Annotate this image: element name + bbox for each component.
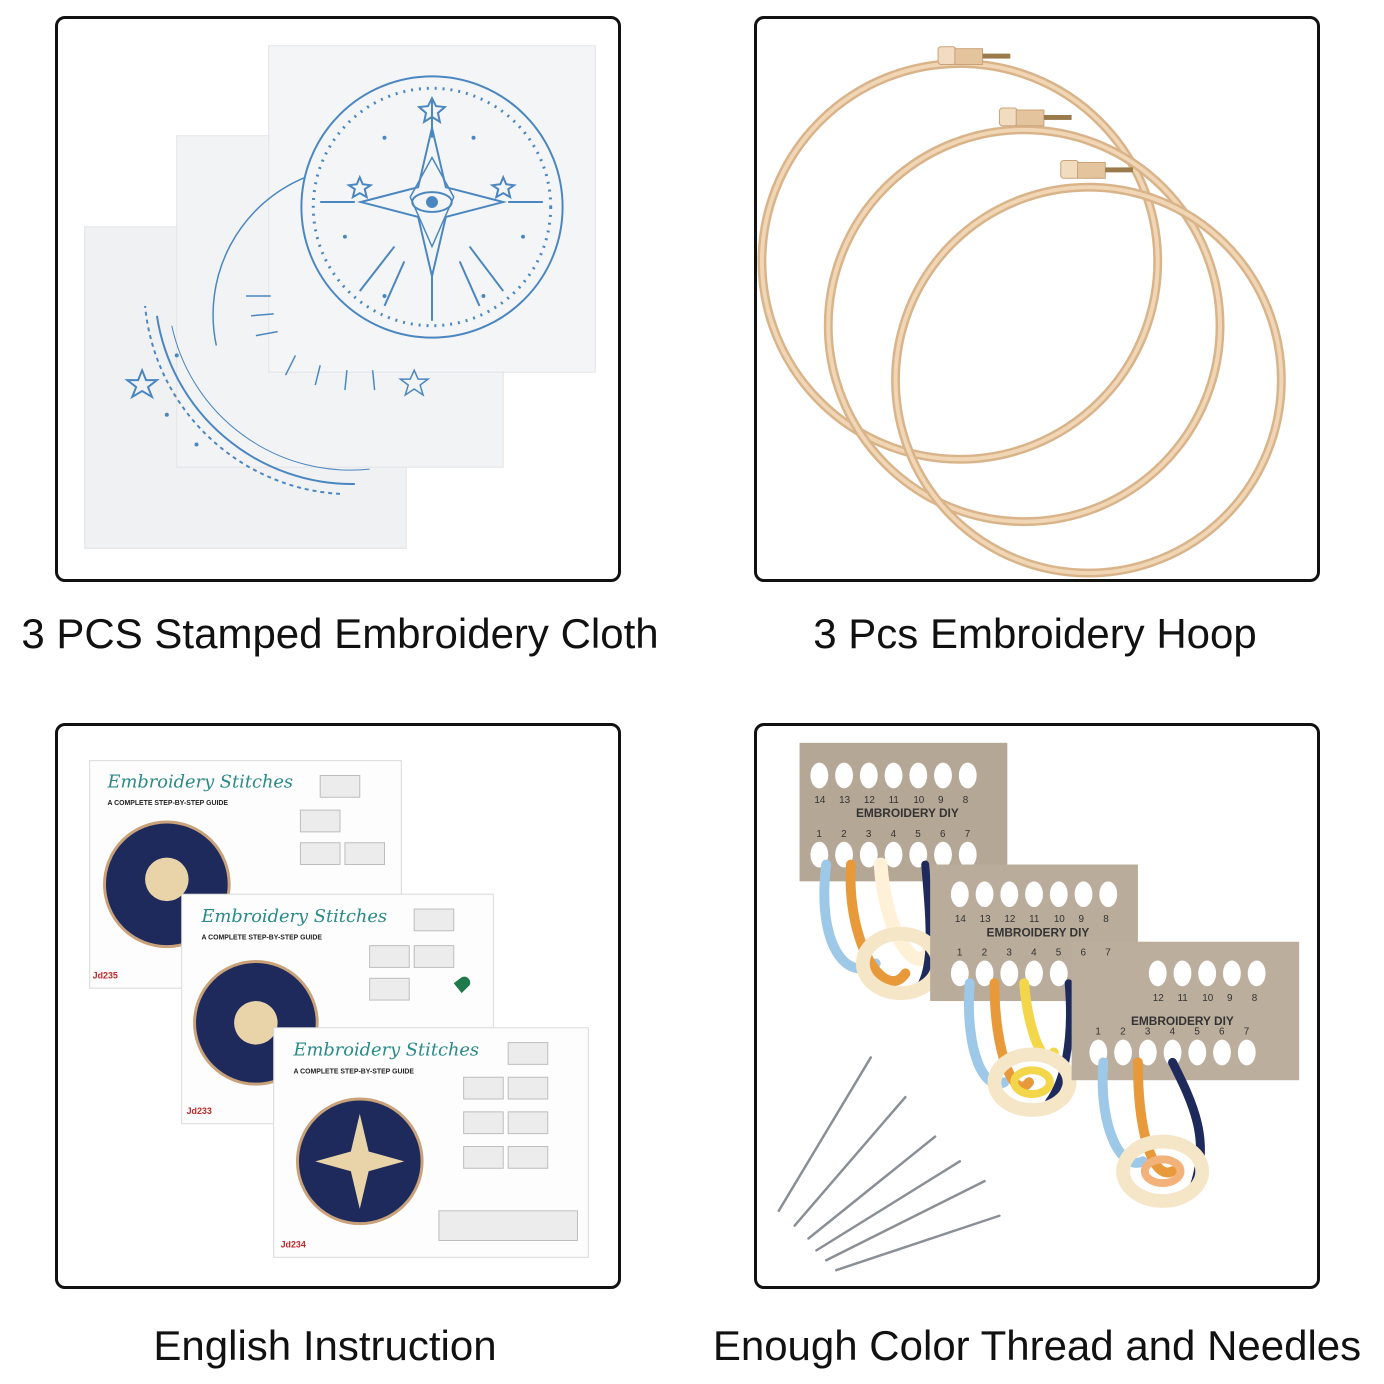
thread-card-2: EMBROIDERY DIY [930, 864, 1138, 1002]
card-2-top-number: 9 [1079, 914, 1085, 925]
card-3-bottom-number: 1 [1095, 1027, 1101, 1038]
card-1-top-number: 10 [913, 795, 924, 806]
card-2-top-number: 13 [980, 914, 991, 925]
card-1-bottom-number: 2 [841, 829, 847, 840]
stamped-cloth-panel [55, 16, 621, 582]
card-3-top-number: 9 [1227, 993, 1233, 1004]
card-1-top-number: 8 [963, 795, 969, 806]
card-2-top-number: 11 [1029, 914, 1040, 925]
card-3-bottom-number: 2 [1120, 1027, 1126, 1038]
card-3-top-number: 12 [1153, 993, 1164, 1004]
card-3-label: EMBROIDERY DIY [1131, 1014, 1234, 1028]
cloth-caption: 3 PCS Stamped Embroidery Cloth [21, 610, 659, 657]
card-2-bottom-number: 1 [957, 948, 963, 959]
thread-card-3: EMBROIDERY DIY [1071, 941, 1300, 1081]
card-1-bottom-number: 3 [866, 829, 872, 840]
card-1-bottom-number: 5 [915, 829, 921, 840]
card-1-bottom-number: 6 [940, 829, 946, 840]
card-3-bottom-number: 6 [1219, 1027, 1225, 1038]
card-1-bottom-number: 7 [965, 829, 971, 840]
card-1-bottom-number: 4 [891, 829, 897, 840]
card-3-top-number: 11 [1177, 993, 1188, 1004]
hoop-caption: 3 Pcs Embroidery Hoop [813, 610, 1257, 657]
guide-1-title: Embroidery Stitches [106, 771, 293, 792]
card-3-top-number: 10 [1202, 993, 1213, 1004]
card-3-bottom-number: 7 [1244, 1027, 1250, 1038]
guide-1-subtitle: A COMPLETE STEP-BY-STEP GUIDE [107, 800, 228, 807]
hoop-panel [754, 16, 1320, 582]
card-2-top-number: 14 [955, 914, 966, 925]
guide-1-code: Jd235 [93, 970, 118, 980]
card-3-top-number: 8 [1252, 993, 1258, 1004]
card-2-top-number: 10 [1054, 914, 1065, 925]
card-1-top-number: 11 [889, 795, 900, 806]
card-2-bottom-number: 2 [982, 948, 988, 959]
instruction-panel: Embroidery Stitches A COMPLETE STEP-BY-S… [55, 723, 621, 1289]
card-1-bottom-number: 1 [816, 829, 822, 840]
instruction-guides-image: Embroidery Stitches A COMPLETE STEP-BY-S… [89, 760, 589, 1258]
card-2-bottom-number: 5 [1056, 948, 1062, 959]
card-3-bottom-number: 3 [1145, 1027, 1151, 1038]
stamped-cloth-image [84, 45, 596, 549]
guide-2-title: Embroidery Stitches [200, 906, 387, 927]
card-1-top-number: 13 [839, 795, 850, 806]
card-3-bottom-number: 5 [1194, 1027, 1200, 1038]
card-2-bottom-number: 6 [1081, 948, 1087, 959]
guide-2-code: Jd233 [187, 1106, 212, 1116]
thread-card-1: EMBROIDERY DIY [799, 742, 1008, 882]
guide-sheet-3: Embroidery Stitches A COMPLETE STEP-BY-S… [273, 1027, 589, 1258]
hoops-image [757, 46, 1286, 578]
card-2-top-number: 8 [1103, 914, 1109, 925]
guide-3-subtitle: A COMPLETE STEP-BY-STEP GUIDE [293, 1068, 414, 1075]
card-1-top-number: 12 [864, 795, 875, 806]
thread-panel: EMBROIDERY DIY EMBROIDERY DIY [754, 723, 1320, 1289]
thread-caption: Enough Color Thread and Needles [712, 1322, 1362, 1369]
card-3-bottom-number: 4 [1170, 1027, 1176, 1038]
card-1-top-number: 14 [814, 795, 825, 806]
card-1-top-number: 9 [938, 795, 944, 806]
guide-3-title: Embroidery Stitches [292, 1039, 479, 1060]
card-2-bottom-number: 3 [1006, 948, 1012, 959]
instruction-caption: English Instruction [153, 1322, 497, 1369]
card-2-bottom-number: 4 [1031, 948, 1037, 959]
card-1-label: EMBROIDERY DIY [856, 806, 959, 820]
card-2-bottom-number: 7 [1105, 948, 1111, 959]
guide-3-code: Jd234 [281, 1239, 306, 1249]
guide-2-subtitle: A COMPLETE STEP-BY-STEP GUIDE [201, 935, 322, 942]
card-2-label: EMBROIDERY DIY [987, 926, 1090, 940]
thread-needles-image: EMBROIDERY DIY EMBROIDERY DIY [777, 742, 1300, 1272]
card-2-top-number: 12 [1004, 914, 1015, 925]
